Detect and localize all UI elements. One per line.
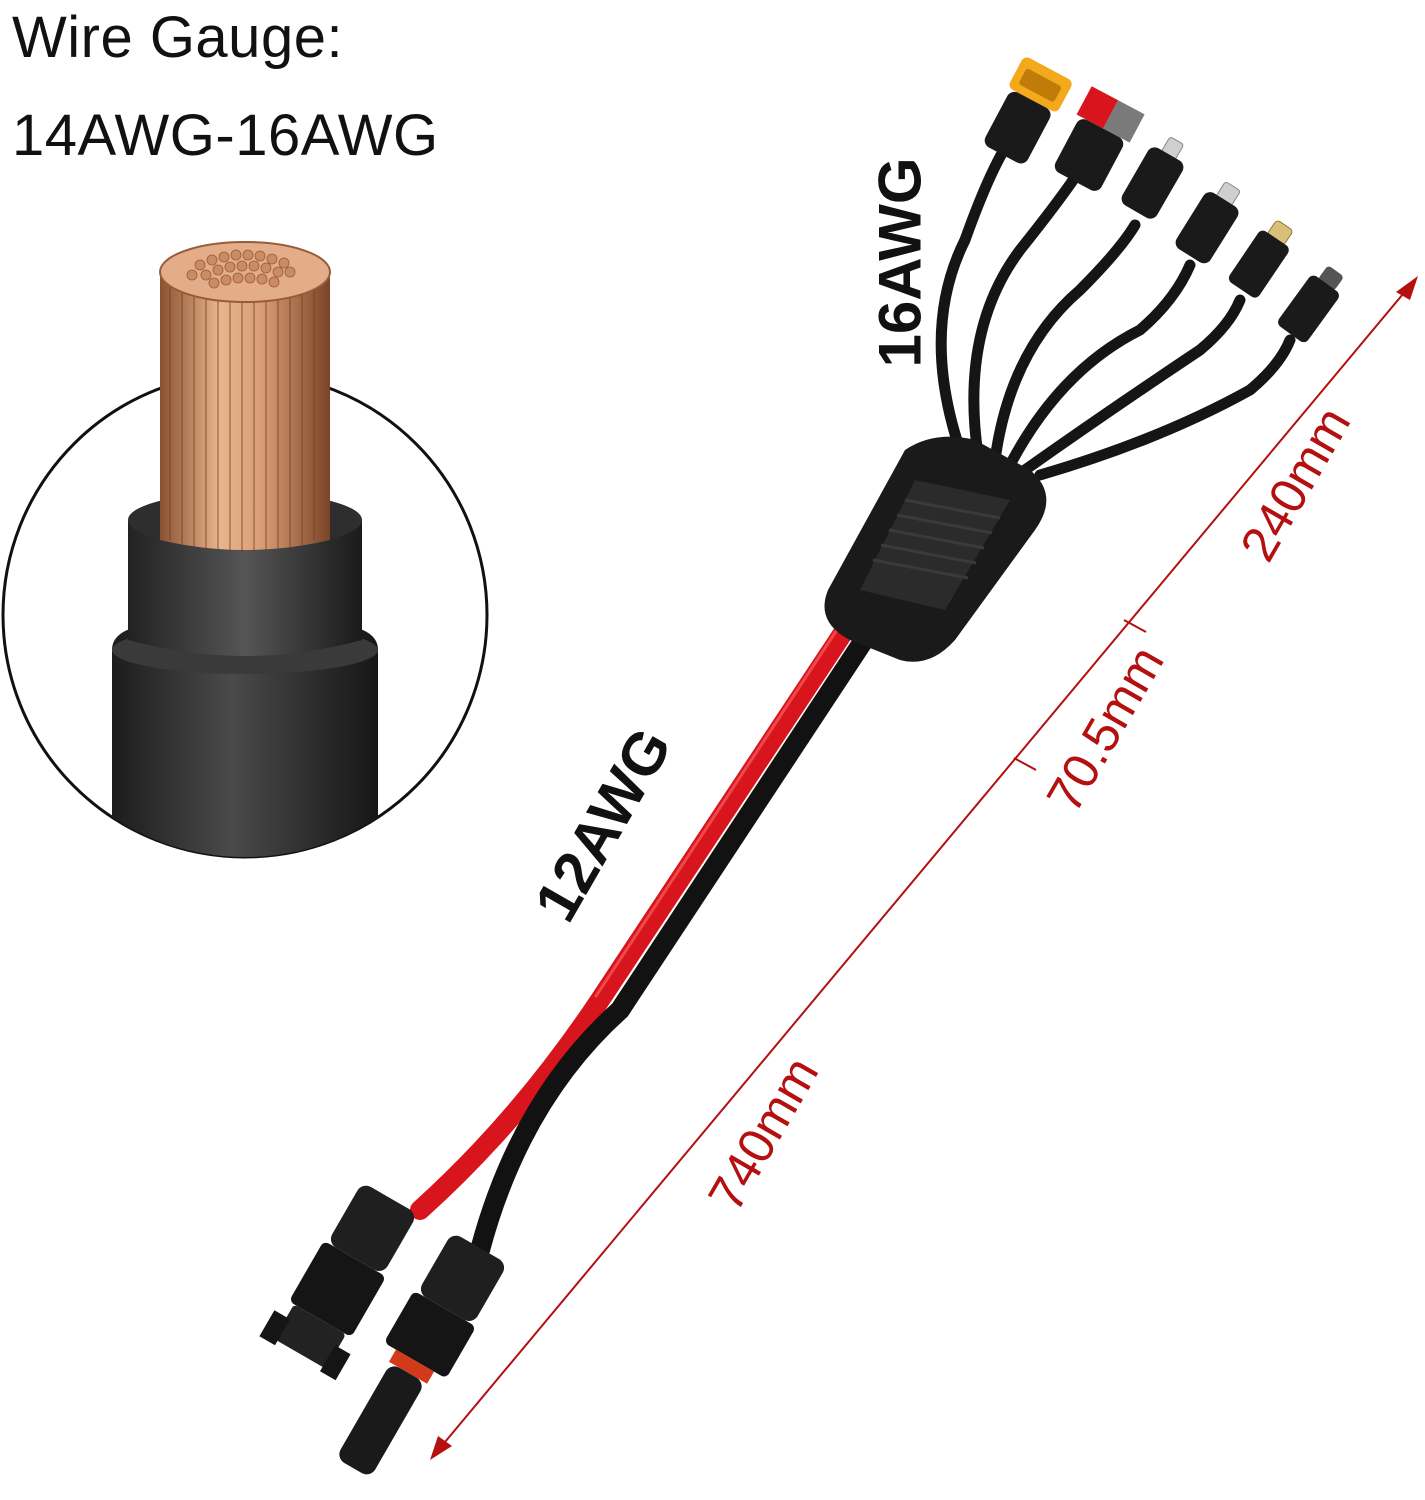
branch-connectors <box>984 57 1343 343</box>
main-cable-12awg <box>410 605 882 1260</box>
mc4-connectors <box>259 1185 505 1475</box>
branch-wires-16awg <box>935 134 1296 481</box>
label-16awg: 16AWG <box>866 157 934 368</box>
header-wire-gauge: Wire Gauge: <box>12 5 344 70</box>
dimension-line <box>430 276 1418 1460</box>
wire-cross-section-detail <box>1 241 489 859</box>
header-gauge-range: 14AWG-16AWG <box>12 103 439 168</box>
junction-box <box>824 436 1047 662</box>
